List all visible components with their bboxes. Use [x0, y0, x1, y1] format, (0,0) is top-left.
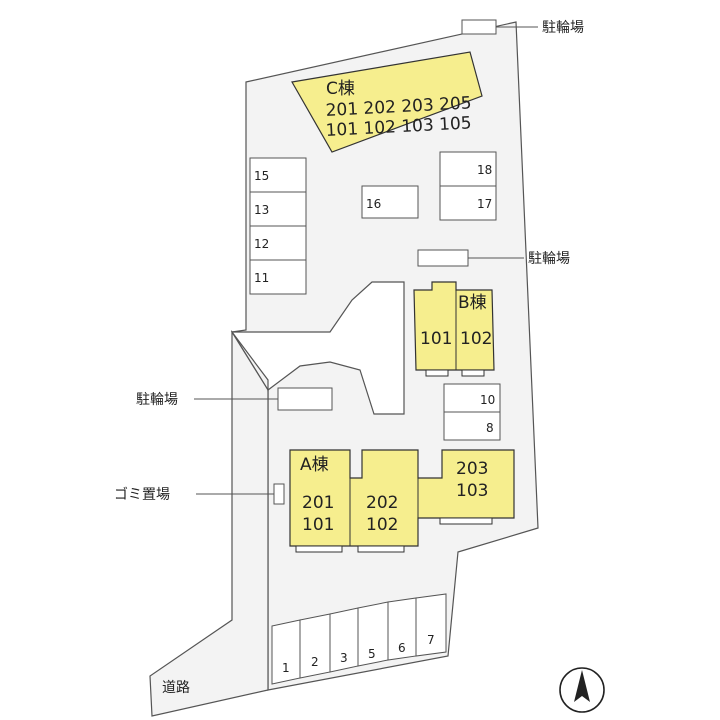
building-c: C棟 201 202 203 205 101 102 103 105: [291, 51, 483, 153]
garbage-box: [273, 483, 285, 505]
bike-parking-top: 駐輪場: [461, 19, 584, 36]
parking-number: 13: [254, 203, 269, 217]
access-strip: [149, 329, 269, 717]
parking-mid-column: 10 8: [443, 383, 501, 441]
parking-number: 7: [427, 633, 435, 647]
building-a-name: A棟: [300, 455, 329, 475]
north-arrow-icon: [559, 667, 605, 713]
parking-number: 11: [254, 271, 269, 285]
building-a-balcony-1: [295, 545, 343, 553]
parking-slot: [249, 191, 307, 227]
building-a: A棟 201 101 202 102 203 103: [289, 449, 515, 553]
building-b-unit-102: 102: [460, 329, 492, 349]
building-a-unit-101: 101: [302, 515, 334, 535]
bike-parking-label: 駐輪場: [542, 19, 584, 36]
building-b-unit-101: 101: [420, 329, 452, 349]
parking-number: 1: [282, 661, 290, 675]
building-a-balcony-2: [357, 545, 405, 553]
parking-number: 8: [486, 421, 494, 435]
building-a-unit-202: 202: [366, 493, 398, 513]
parking-slot: [439, 185, 497, 221]
parking-number: 17: [477, 197, 492, 211]
building-b-body: [413, 281, 495, 371]
building-b-name: B棟: [458, 293, 487, 313]
parking-slot: [443, 383, 501, 413]
parking-number: 6: [398, 641, 406, 655]
parking-number: 15: [254, 169, 269, 183]
parking-bottom-row: 1 2 3 5 6 7: [271, 593, 447, 685]
bike-parking-label: 駐輪場: [136, 391, 178, 408]
parking-slot: [361, 185, 419, 219]
bike-parking-label: 駐輪場: [528, 250, 570, 267]
north-arrow-pointer: [574, 670, 590, 702]
road-label: 道路: [162, 680, 190, 696]
parking-slot: [443, 411, 501, 441]
parking-slot: [249, 157, 307, 193]
parking-slot: [439, 151, 497, 187]
building-a-body: [289, 449, 515, 547]
building-a-balcony-3: [439, 517, 493, 525]
building-a-unit-201: 201: [302, 493, 334, 513]
parking-number: 5: [368, 647, 376, 661]
parking-number: 2: [311, 655, 319, 669]
driveway: [230, 281, 405, 415]
building-b-balcony-right: [461, 369, 485, 377]
parking-number: 10: [480, 393, 495, 407]
parking-slot: [249, 259, 307, 295]
bike-parking-area: [277, 387, 333, 411]
bike-parking-left: 駐輪場: [136, 387, 333, 411]
bike-parking-mid: 駐輪場: [417, 249, 570, 267]
parking-right-column: 18 17: [439, 151, 497, 221]
parking-slot: [415, 593, 447, 657]
building-b-balcony-left: [425, 369, 449, 377]
bike-parking-area: [417, 249, 469, 267]
garbage-label: ゴミ置場: [114, 486, 170, 503]
parking-number: 16: [366, 197, 381, 211]
building-a-unit-102: 102: [366, 515, 398, 535]
parking-single: 16: [361, 185, 419, 219]
building-b: B棟 101 102: [413, 281, 495, 377]
parking-number: 12: [254, 237, 269, 251]
building-c-body: [291, 51, 483, 153]
building-c-name: C棟: [326, 79, 355, 99]
parking-number: 3: [340, 651, 348, 665]
parking-left-column: 15 13 12 11: [249, 157, 307, 295]
bike-parking-area: [461, 19, 497, 35]
building-a-unit-203: 203: [456, 459, 488, 479]
parking-number: 18: [477, 163, 492, 177]
garbage-area: ゴミ置場: [114, 483, 285, 505]
building-a-unit-103: 103: [456, 481, 488, 501]
